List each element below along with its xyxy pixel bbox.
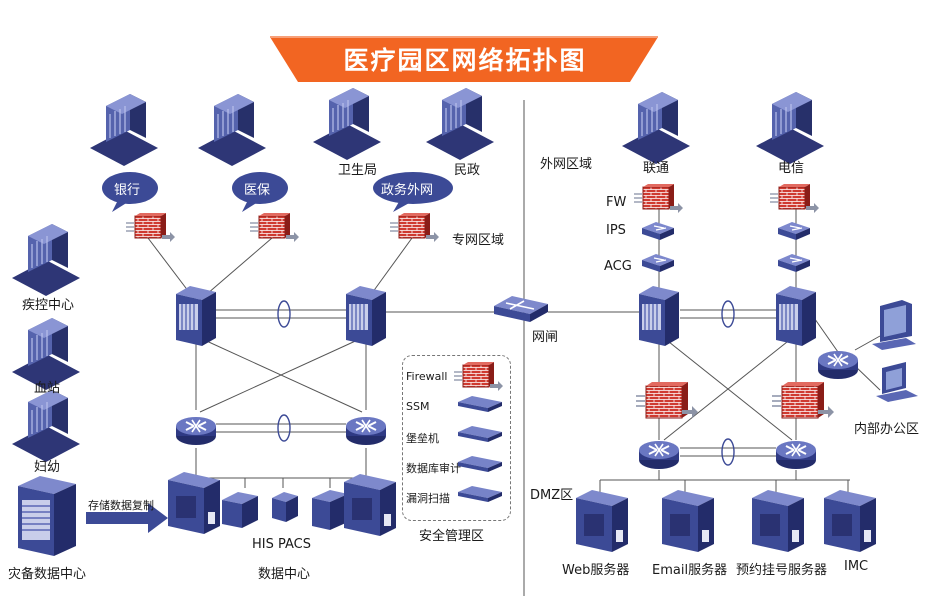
law-building-icon [197, 93, 267, 167]
imc-server-icon [824, 490, 876, 552]
unicom-ips-icon [641, 221, 675, 241]
email-server-icon [662, 490, 714, 552]
blood-station-label: 血站 [34, 381, 61, 396]
legend-bastion-label: 堡垒机 [406, 432, 439, 445]
internal-office-label: 内部办公区 [854, 422, 920, 437]
legend-vuln-scan-label: 漏洞扫描 [406, 492, 450, 505]
desktop-pc-icon [872, 300, 916, 350]
disaster-recovery-server-icon [18, 476, 76, 556]
private-network-zone-label: 专网区域 [452, 233, 505, 248]
security-legend-box [402, 355, 511, 521]
bubble-insurance-label: 医保 [244, 183, 271, 198]
left-core-switch-1-icon [175, 285, 217, 347]
web-server-label: Web服务器 [562, 563, 630, 578]
health-bureau-building-icon [312, 87, 382, 161]
office-router-icon [817, 350, 859, 380]
bubble-bank-label: 银行 [114, 183, 141, 198]
civil-affairs-building-icon [425, 87, 495, 161]
maternal-label: 妇幼 [34, 460, 61, 475]
gov-firewall-icon [389, 212, 440, 243]
his-pacs-label: HIS PACS [252, 537, 311, 552]
data-center-server-1-icon [168, 472, 220, 534]
telecom-label: 电信 [778, 161, 805, 176]
data-center-storage-icon [222, 492, 258, 528]
replication-label: 存储数据复制 [88, 499, 154, 512]
finance-building-icon [89, 93, 159, 167]
bank-firewall-icon [125, 212, 176, 243]
laptop-icon [876, 362, 918, 402]
unicom-label: 联通 [643, 161, 670, 176]
unicom-acg-icon [641, 253, 675, 273]
data-center-label: 数据中心 [258, 567, 311, 582]
telecom-building-icon [755, 91, 825, 165]
email-server-label: Email服务器 [652, 563, 728, 578]
dmz-firewall-2-icon [771, 381, 835, 419]
bubble-gov-label: 政务外网 [381, 183, 434, 198]
cdc-building-icon [11, 223, 81, 297]
insurance-firewall-icon [249, 212, 300, 243]
right-router-2-icon [775, 440, 817, 470]
left-core-switch-2-icon [345, 285, 387, 347]
acg-label: ACG [604, 259, 632, 274]
telecom-acg-icon [777, 253, 811, 273]
left-router-1-icon [175, 416, 217, 446]
data-center-server-3-icon [312, 490, 348, 530]
unicom-firewall-icon [633, 183, 684, 214]
left-router-2-icon [345, 416, 387, 446]
dmz-firewall-1-icon [635, 381, 699, 419]
right-core-switch-2-icon [775, 285, 817, 347]
bubble-icons [102, 172, 453, 212]
cdc-label: 疾控中心 [22, 298, 75, 313]
telecom-ips-icon [777, 221, 811, 241]
booking-server-label: 预约挂号服务器 [736, 563, 828, 578]
replication-arrow-icon [86, 503, 168, 533]
web-server-icon [576, 490, 628, 552]
title-banner-container: 医疗园区网络拓扑图 [270, 36, 660, 82]
page-title: 医疗园区网络拓扑图 [343, 46, 587, 75]
booking-server-icon [752, 490, 804, 552]
ips-label: IPS [606, 223, 626, 238]
right-core-switch-1-icon [638, 285, 680, 347]
gatekeeper-icon [494, 296, 548, 322]
data-center-small-server-icon [272, 492, 298, 522]
legend-ssm-label: SSM [406, 400, 430, 413]
dmz-zone-label: DMZ区 [530, 488, 574, 503]
links [147, 188, 881, 492]
health-bureau-label: 卫生局 [338, 163, 378, 178]
unicom-building-icon [621, 91, 691, 165]
maternal-building-icon [11, 389, 81, 463]
fw-label: FW [606, 195, 627, 210]
link-aggregation-marks [277, 300, 735, 466]
title-banner [270, 36, 658, 82]
telecom-firewall-icon [769, 183, 820, 214]
external-network-zone-label: 外网区域 [540, 157, 593, 172]
imc-server-label: IMC [844, 559, 869, 574]
security-zone-label: 安全管理区 [419, 529, 485, 544]
legend-firewall-label: Firewall [406, 370, 448, 383]
data-center-server-4-icon [344, 474, 396, 536]
gatekeeper-label: 网闸 [532, 330, 559, 345]
right-router-1-icon [638, 440, 680, 470]
legend-db-audit-label: 数据库审计 [406, 462, 461, 475]
disaster-recovery-label: 灾备数据中心 [8, 567, 87, 582]
civil-affairs-label: 民政 [454, 163, 481, 178]
